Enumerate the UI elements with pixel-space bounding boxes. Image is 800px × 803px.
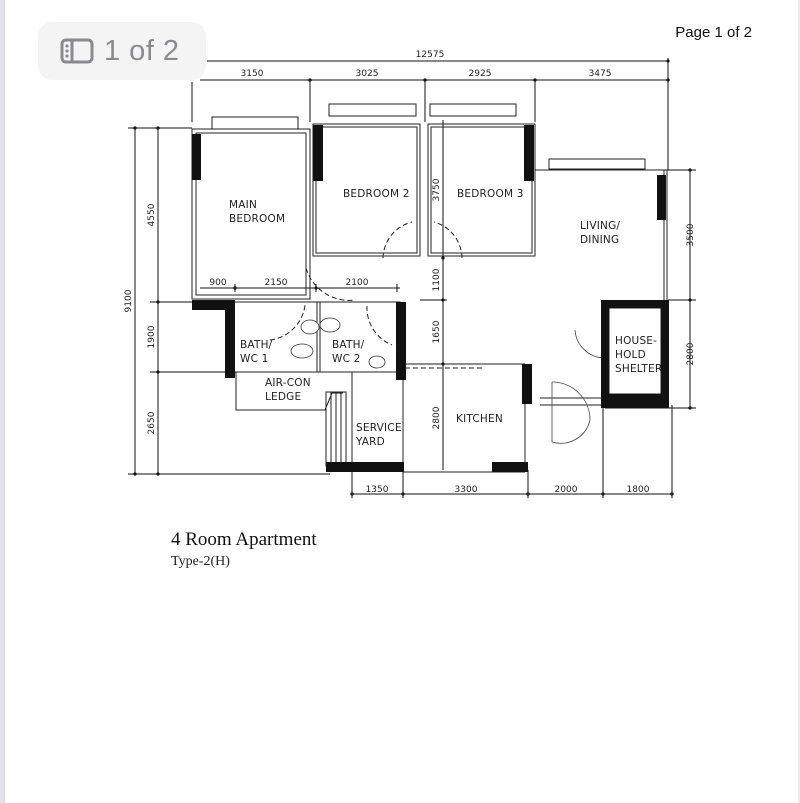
- dim-left-1: 4550: [147, 203, 157, 226]
- room-service-line2: YARD: [355, 436, 385, 448]
- dim-left-total: 9100: [124, 289, 134, 312]
- room-main-bedroom-line1: MAIN: [229, 199, 257, 211]
- sidebar-toggle-icon: [60, 38, 94, 64]
- dim-top-1: 3150: [241, 69, 264, 79]
- dim-inner-v-1: 3750: [432, 178, 442, 201]
- room-main-bedroom-line2: BEDROOM: [229, 213, 285, 225]
- dim-bottom-3: 2000: [555, 485, 578, 495]
- dim-right-1: 3500: [686, 223, 696, 246]
- dim-right-2: 2800: [686, 342, 696, 365]
- room-service-line1: SERVICE: [356, 422, 402, 434]
- room-bath1-line2: WC 1: [240, 353, 269, 365]
- dim-inner-v-4: 2800: [432, 406, 442, 429]
- room-bedroom-2: BEDROOM 2: [343, 188, 410, 200]
- dim-bottom-4: 1800: [627, 485, 650, 495]
- dim-left-3: 2650: [147, 411, 157, 434]
- plan-subtitle: Type-2(H): [171, 554, 230, 569]
- page-indicator-label: 1 of 2: [104, 34, 180, 67]
- dim-inner-v-2: 1100: [432, 268, 442, 291]
- dim-left-2: 1900: [147, 325, 157, 348]
- plan-title: 4 Room Apartment: [171, 529, 317, 550]
- page-indicator-button[interactable]: 1 of 2: [38, 22, 206, 80]
- room-kitchen: KITCHEN: [456, 413, 503, 425]
- window-right-edge: [798, 0, 800, 803]
- room-aircon-line1: AIR-CON: [265, 377, 311, 389]
- room-shelter-line3: SHELTER: [615, 363, 662, 375]
- room-aircon-line2: LEDGE: [265, 391, 301, 403]
- dim-inner-h-2: 2150: [265, 278, 288, 288]
- room-bath2-line2: WC 2: [332, 353, 361, 365]
- room-shelter-line2: HOLD: [615, 349, 646, 361]
- room-shelter-line1: HOUSE-: [615, 335, 657, 347]
- page-count-label: Page 1 of 2: [675, 24, 752, 41]
- room-living-line1: LIVING/: [580, 220, 620, 232]
- room-bath2-line1: BATH/: [332, 339, 365, 351]
- dim-top-3: 2925: [469, 69, 492, 79]
- room-bedroom-3: BEDROOM 3: [457, 188, 524, 200]
- room-bath1-line1: BATH/: [240, 339, 273, 351]
- dim-top-2: 3025: [356, 69, 379, 79]
- window-left-edge: [0, 0, 5, 803]
- dim-inner-h-1: 900: [209, 278, 226, 288]
- dim-inner-v-3: 1650: [432, 320, 442, 343]
- room-living-line2: DINING: [580, 234, 619, 246]
- dim-top-4: 3475: [589, 69, 612, 79]
- dim-top-total: 12575: [416, 50, 445, 60]
- dim-bottom-1: 1350: [366, 485, 389, 495]
- dim-bottom-2: 3300: [455, 485, 478, 495]
- dim-inner-h-3: 2100: [346, 278, 369, 288]
